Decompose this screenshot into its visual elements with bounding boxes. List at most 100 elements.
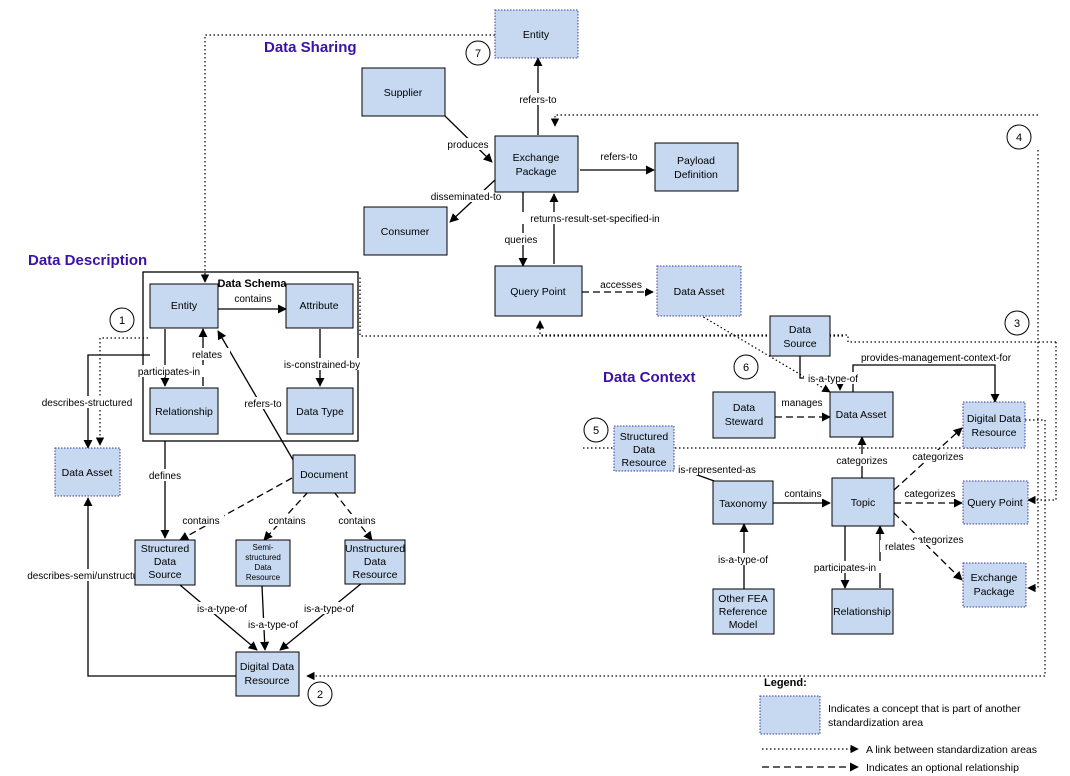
- label-categorizes-exchange-package: categorizes: [912, 535, 963, 546]
- node-query-point-label: Query Point: [510, 286, 566, 298]
- node-payload-definition-line2: Definition: [674, 169, 718, 181]
- node-other-fea-reference-model: [712, 588, 775, 635]
- node-digital-data-resource-desc-line2: Resource: [245, 675, 290, 687]
- node-data-asset-sharing: [656, 265, 742, 317]
- node-structured-data-source-line3: Source: [148, 569, 181, 581]
- node-entity-schema-label: Entity: [171, 300, 198, 312]
- label-returns-result-set: returns-result-set-specified-in: [530, 214, 660, 225]
- node-supplier-label: Supplier: [384, 87, 423, 99]
- node-attribute-label: Attribute: [299, 300, 338, 312]
- node-structured-data-source: [134, 539, 196, 586]
- node-other-fea-line1: Other FEA: [718, 593, 768, 605]
- node-relationship-context: [831, 588, 894, 635]
- label-categorizes-query-point: categorizes: [904, 489, 955, 500]
- node-attribute: [285, 283, 354, 329]
- node-payload-definition: [654, 142, 739, 192]
- node-structured-data-source-line2: Data: [154, 556, 176, 568]
- node-other-fea-line2: Reference: [719, 606, 768, 618]
- node-other-fea-line3: Model: [729, 619, 758, 631]
- section-title-data-description: Data Description: [28, 252, 147, 269]
- label-describes-semi-unstructured: describes-semi/unstructured: [27, 571, 153, 582]
- marker-7-label: 7: [475, 48, 481, 60]
- node-data-steward-line1: Data: [733, 402, 755, 414]
- node-exchange-package-line1: Exchange: [513, 152, 560, 164]
- marker-2-label: 2: [317, 689, 323, 701]
- node-consumer: [363, 206, 448, 256]
- marker-3: [1004, 310, 1030, 336]
- label-contains-unstructured: contains: [338, 516, 375, 527]
- node-data-source-line2: Source: [783, 338, 816, 350]
- node-query-point: [494, 265, 583, 317]
- node-data-type: [286, 387, 354, 435]
- legend-link-text: A link between standardization areas: [866, 744, 1037, 756]
- node-unstructured-line2: Data: [364, 556, 386, 568]
- node-relationship-schema: [149, 387, 219, 435]
- marker-4-label: 4: [1016, 132, 1022, 144]
- link-3-query-point-ctx: [1027, 342, 1057, 505]
- numbered-markers: 1 2 3 4 5 6 7: [109, 40, 1032, 707]
- label-contains-topic: contains: [784, 489, 821, 500]
- node-data-source-line1: Data: [789, 324, 811, 336]
- node-taxonomy-label: Taxonomy: [719, 498, 768, 510]
- node-data-asset-description-label: Data Asset: [62, 467, 113, 479]
- label-defines: defines: [149, 471, 181, 482]
- node-data-asset-context-label: Data Asset: [836, 409, 887, 421]
- node-exchange-package-line2: Package: [516, 166, 557, 178]
- node-digital-data-resource-desc-line1: Digital Data: [240, 661, 294, 673]
- label-disseminated-to: disseminated-to: [431, 192, 502, 203]
- node-data-type-label: Data Type: [296, 406, 344, 418]
- link-1-data-asset: [95, 337, 148, 446]
- marker-4: [1006, 124, 1032, 150]
- node-data-asset-description: [54, 447, 121, 497]
- label-is-a-type-of-data-source: is-a-type-of: [808, 374, 858, 385]
- node-semi-structured-line2: structured: [245, 553, 281, 562]
- marker-2: [307, 681, 333, 707]
- node-relationship-context-label: Relationship: [833, 606, 891, 618]
- label-participates-in-schema: participates-in: [138, 367, 200, 378]
- node-digital-data-resource-ctx-line1: Digital Data: [967, 413, 1021, 425]
- link-2-digital-data-resource: [306, 419, 1046, 681]
- marker-5: [583, 417, 609, 443]
- node-payload-definition-line1: Payload: [677, 155, 715, 167]
- node-data-steward-line2: Steward: [725, 416, 764, 428]
- node-digital-data-resource-context: [962, 401, 1026, 449]
- label-queries: queries: [505, 235, 538, 246]
- node-data-steward: [712, 391, 776, 439]
- label-accesses: accesses: [600, 280, 642, 291]
- node-data-asset-context: [829, 391, 894, 438]
- label-contains-structured: contains: [182, 516, 219, 527]
- link-6-data-asset: [699, 314, 831, 393]
- legend-concept-line1: Indicates a concept that is part of anot…: [828, 703, 1021, 715]
- node-exchange-package-ctx-line1: Exchange: [971, 572, 1018, 584]
- label-refers-to-payload: refers-to: [600, 152, 638, 163]
- node-exchange-package-context: [962, 562, 1027, 608]
- label-categorizes-digital-data-resource: categorizes: [912, 452, 963, 463]
- label-relates-context: relates: [885, 542, 915, 553]
- node-digital-data-resource-description: [235, 651, 300, 697]
- marker-1-label: 1: [119, 315, 125, 327]
- node-consumer-label: Consumer: [381, 226, 430, 238]
- node-semi-structured-data-resource: [235, 539, 291, 587]
- label-is-a-type-of-1: is-a-type-of: [197, 604, 247, 615]
- node-query-point-context: [962, 480, 1029, 525]
- marker-1: [109, 307, 135, 333]
- link-4-exchange-top: [550, 114, 1038, 127]
- label-is-a-type-of-2: is-a-type-of: [248, 620, 298, 631]
- label-relates-schema: relates: [192, 350, 222, 361]
- data-schema-frame: [142, 271, 359, 442]
- node-relationship-schema-label: Relationship: [155, 406, 213, 418]
- marker-3-label: 3: [1014, 318, 1020, 330]
- label-participates-in-context: participates-in: [814, 563, 876, 574]
- marker-6-label: 6: [743, 362, 749, 374]
- link-entity-to-schema-entity: [200, 34, 495, 283]
- section-title-data-context: Data Context: [603, 369, 696, 386]
- data-schema-title: Data Schema: [217, 278, 287, 290]
- label-categorizes-asset: categorizes: [836, 456, 887, 467]
- node-structured-data-resource-line2: Data: [633, 444, 655, 456]
- label-contains-semi: contains: [268, 516, 305, 527]
- legend-optional-text: Indicates an optional relationship: [866, 762, 1019, 774]
- label-is-a-type-of-fea: is-a-type-of: [718, 555, 768, 566]
- node-topic: [831, 477, 895, 527]
- node-supplier: [361, 67, 446, 117]
